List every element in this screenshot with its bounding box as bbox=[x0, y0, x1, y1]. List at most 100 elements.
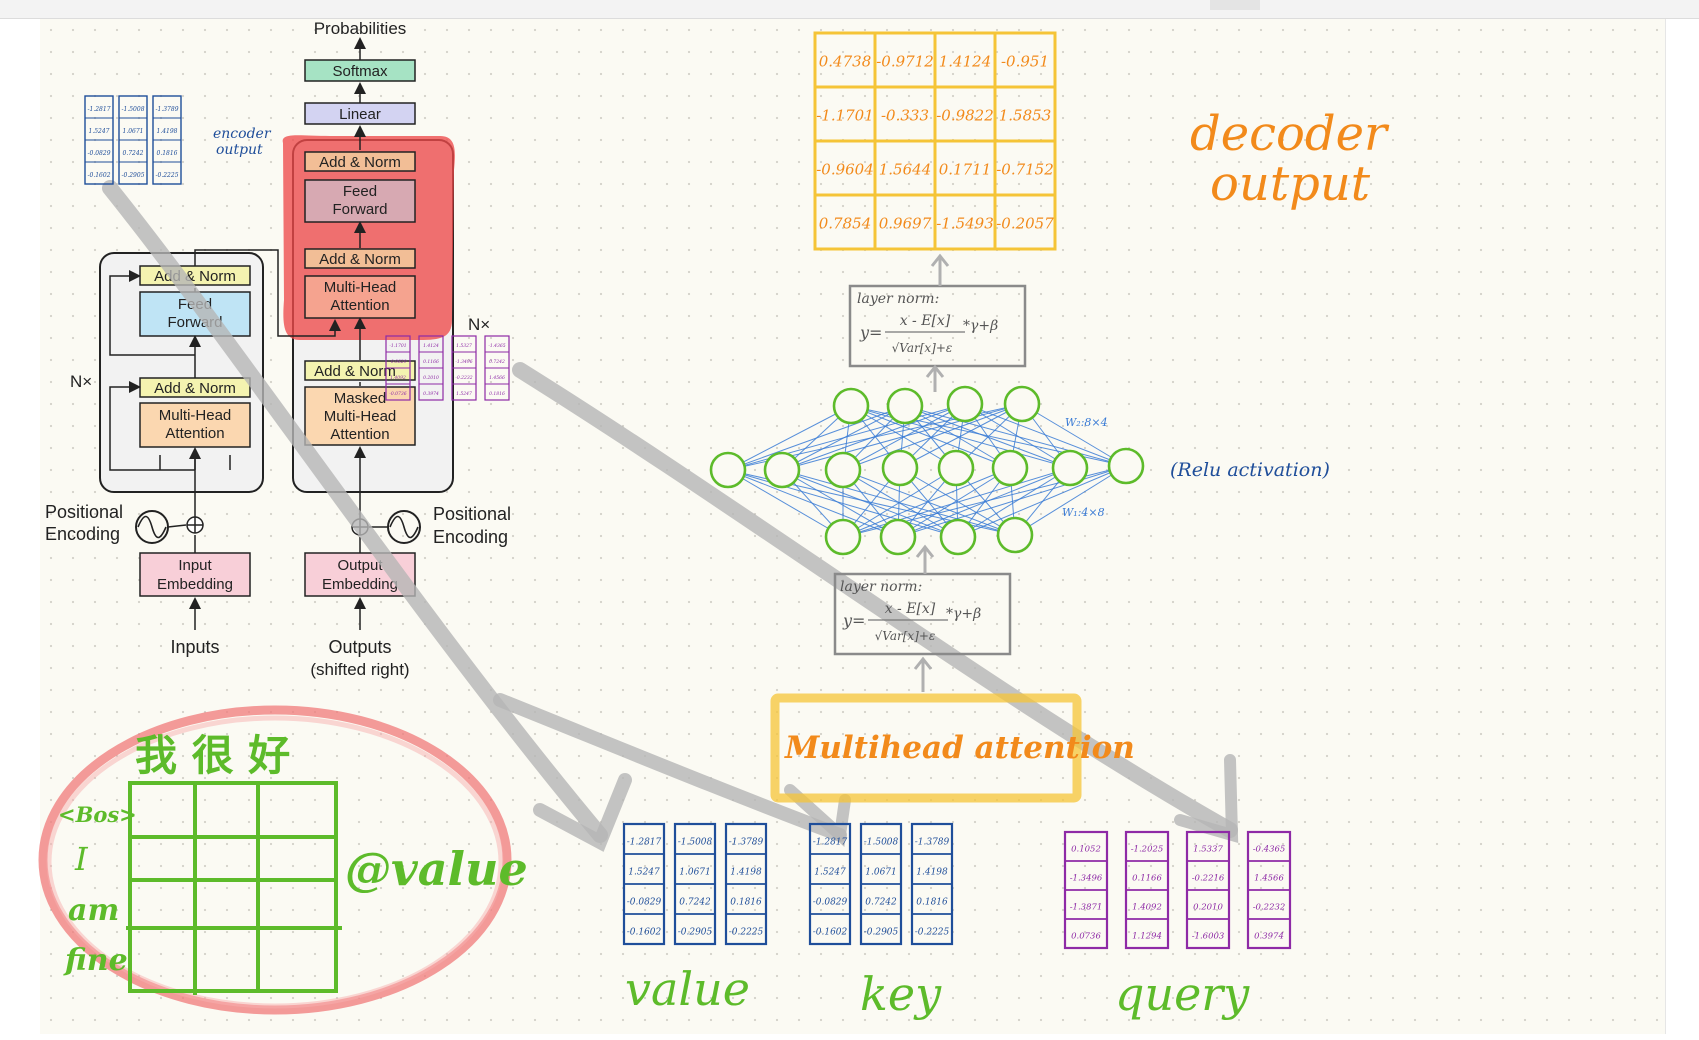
matrix-cell: 0.1816 bbox=[730, 897, 762, 907]
matrix-cell: -1.5008 bbox=[121, 106, 144, 113]
matrix-cell: 1.4124 bbox=[423, 343, 439, 349]
layer-norm-top-label: layer norm: bbox=[857, 291, 939, 307]
neuron-node bbox=[879, 518, 917, 556]
query-matrix: 0.1052-1.3496-1.38710.0736-1.20250.11661… bbox=[1063, 830, 1292, 950]
layer-norm-top: layer norm: y= x - E[x] √Var[x]+ε *γ+β bbox=[848, 284, 1027, 368]
w2-note: W₂:8×4 bbox=[1065, 416, 1108, 429]
neuron-node bbox=[886, 387, 924, 425]
input-embedding-label-2: Embedding bbox=[157, 576, 233, 593]
layer-norm-top-num: x - E[x] bbox=[900, 313, 951, 329]
matrix-cell: -0.7152 bbox=[996, 160, 1054, 178]
matrix-cell: 1.4198 bbox=[157, 128, 178, 135]
relu-note: (Relu activation) bbox=[1170, 459, 1330, 481]
matrix-cell: -0.1602 bbox=[627, 927, 662, 937]
row-i-label: I bbox=[74, 840, 89, 878]
matrix-cell: 1.4198 bbox=[916, 867, 948, 877]
matrix-cell: 0.7242 bbox=[123, 150, 144, 157]
neuron-node bbox=[709, 451, 747, 489]
encoder-output-note-1: encoder bbox=[213, 126, 272, 142]
decoder-feed-forward bbox=[304, 179, 416, 223]
probabilities-label: Probabilities bbox=[314, 19, 407, 38]
neuron-node bbox=[1107, 447, 1145, 485]
row-am-label: am bbox=[68, 893, 119, 928]
matrix-cell: -0.2225 bbox=[729, 927, 764, 937]
neuron-node bbox=[1003, 385, 1041, 423]
matrix-cell: 0.7242 bbox=[679, 897, 711, 907]
layer-norm-bottom-num: x - E[x] bbox=[885, 601, 936, 617]
matrix-cell: 0.3974 bbox=[423, 391, 439, 397]
attention-grid-note: 我 很 好 <Bos> I am fine @value bbox=[38, 705, 528, 1015]
matrix-cell: -1.2817 bbox=[627, 837, 662, 847]
matrix-cell: -0.2225 bbox=[915, 927, 950, 937]
decoder-masked-attention bbox=[304, 386, 416, 446]
matrix-cell: -0.0829 bbox=[389, 359, 406, 365]
decoder-ff-label-2: Forward bbox=[332, 201, 387, 218]
decoder-masked-label-1: Masked bbox=[334, 390, 387, 407]
matrix-cell: 1.5247 bbox=[89, 128, 110, 135]
linear-label: Linear bbox=[339, 106, 381, 123]
matrix-cell: -0.2216 bbox=[1192, 874, 1225, 884]
multihead-attention-box: Multihead attention bbox=[770, 693, 1135, 803]
multihead-attention-label: Multihead attention bbox=[784, 730, 1135, 766]
encoder-nx-label: N× bbox=[70, 372, 92, 391]
matrix-cell: 0.0736 bbox=[1071, 932, 1101, 942]
neuron-node bbox=[824, 518, 862, 556]
output-embedding-label-1: Output bbox=[337, 557, 383, 574]
layer-norm-bottom-y: y= bbox=[842, 611, 865, 630]
layer-norm-top-y: y= bbox=[859, 323, 882, 342]
matrix-cell: -1.3789 bbox=[729, 837, 764, 847]
neuron-node bbox=[937, 449, 975, 487]
matrix-cell: -0.2905 bbox=[678, 927, 713, 937]
matrix-cell: 0.4738 bbox=[819, 52, 872, 70]
pos-enc-right-label-1: Positional bbox=[433, 504, 511, 524]
matrix-cell: 0.1816 bbox=[157, 150, 178, 157]
decoder-add-norm-top bbox=[304, 151, 416, 172]
neuron-node bbox=[881, 449, 919, 487]
matrix-cell: -0.1602 bbox=[813, 927, 848, 937]
matrix-cell: 1.4566 bbox=[489, 375, 505, 381]
neuron-node bbox=[946, 385, 984, 423]
matrix-cell: -0.2225 bbox=[155, 172, 178, 179]
matrix-cell: 1.5247 bbox=[456, 391, 472, 397]
matrix-cell: 0.2010 bbox=[1193, 903, 1223, 913]
decoder-add-norm-mid bbox=[304, 248, 416, 269]
matrix-cell: 1.5327 bbox=[456, 343, 472, 349]
mini-matrix: -1.1701-0.08291.4092-0.07361.41240.11660… bbox=[385, 335, 510, 401]
pos-enc-right-label-2: Encoding bbox=[433, 527, 508, 547]
matrix-cell: 1.4124 bbox=[939, 52, 992, 70]
decoder-add-norm-low bbox=[304, 360, 416, 381]
matrix-cell: -0.9604 bbox=[816, 160, 874, 178]
matrix-cell: -0.2905 bbox=[864, 927, 899, 937]
matrix-cell: 0.3974 bbox=[1254, 932, 1284, 942]
softmax-label: Softmax bbox=[332, 63, 388, 80]
encoder-mha-label-1: Multi-Head bbox=[159, 407, 232, 424]
matrix-cell: 1.5853 bbox=[999, 106, 1052, 124]
layer-norm-bottom: layer norm: y= x - E[x] √Var[x]+ε *γ+β bbox=[833, 572, 1012, 656]
matrix-cell: 1.4198 bbox=[730, 867, 762, 877]
matrix-cell: -0.2232 bbox=[455, 375, 472, 381]
encoder-multi-head-attention bbox=[139, 402, 251, 448]
outputs-label-1: Outputs bbox=[328, 637, 391, 657]
matrix-cell: -1.3789 bbox=[155, 106, 178, 113]
matrix-cell: 0.2010 bbox=[423, 375, 439, 381]
matrix-cell: -0.333 bbox=[881, 106, 929, 124]
neuron-node bbox=[996, 516, 1034, 554]
decoder-masked-label-3: Attention bbox=[330, 426, 389, 443]
toolbar-button[interactable] bbox=[1210, 0, 1260, 10]
layer-norm-top-den: √Var[x]+ε bbox=[892, 341, 953, 355]
matrix-cell: -1.3496 bbox=[455, 359, 472, 365]
neuron-node bbox=[763, 451, 801, 489]
encoder-mha-label-2: Attention bbox=[165, 425, 224, 442]
matrix-cell: -0.2905 bbox=[121, 172, 144, 179]
matrix-cell: 0.7242 bbox=[489, 359, 505, 365]
decoder-masked-label-2: Multi-Head bbox=[324, 408, 397, 425]
matrix-cell: 0.1711 bbox=[939, 160, 992, 178]
query-label: query bbox=[1115, 967, 1250, 1021]
grey-arrows bbox=[102, 180, 1239, 852]
encoder-output-note-2: output bbox=[216, 142, 263, 158]
row-fine-label: fine bbox=[63, 943, 128, 978]
neuron-node bbox=[1051, 449, 1089, 487]
matrix-cell: 1.5337 bbox=[1193, 845, 1223, 855]
matrix-cell: -1.3789 bbox=[915, 837, 950, 847]
